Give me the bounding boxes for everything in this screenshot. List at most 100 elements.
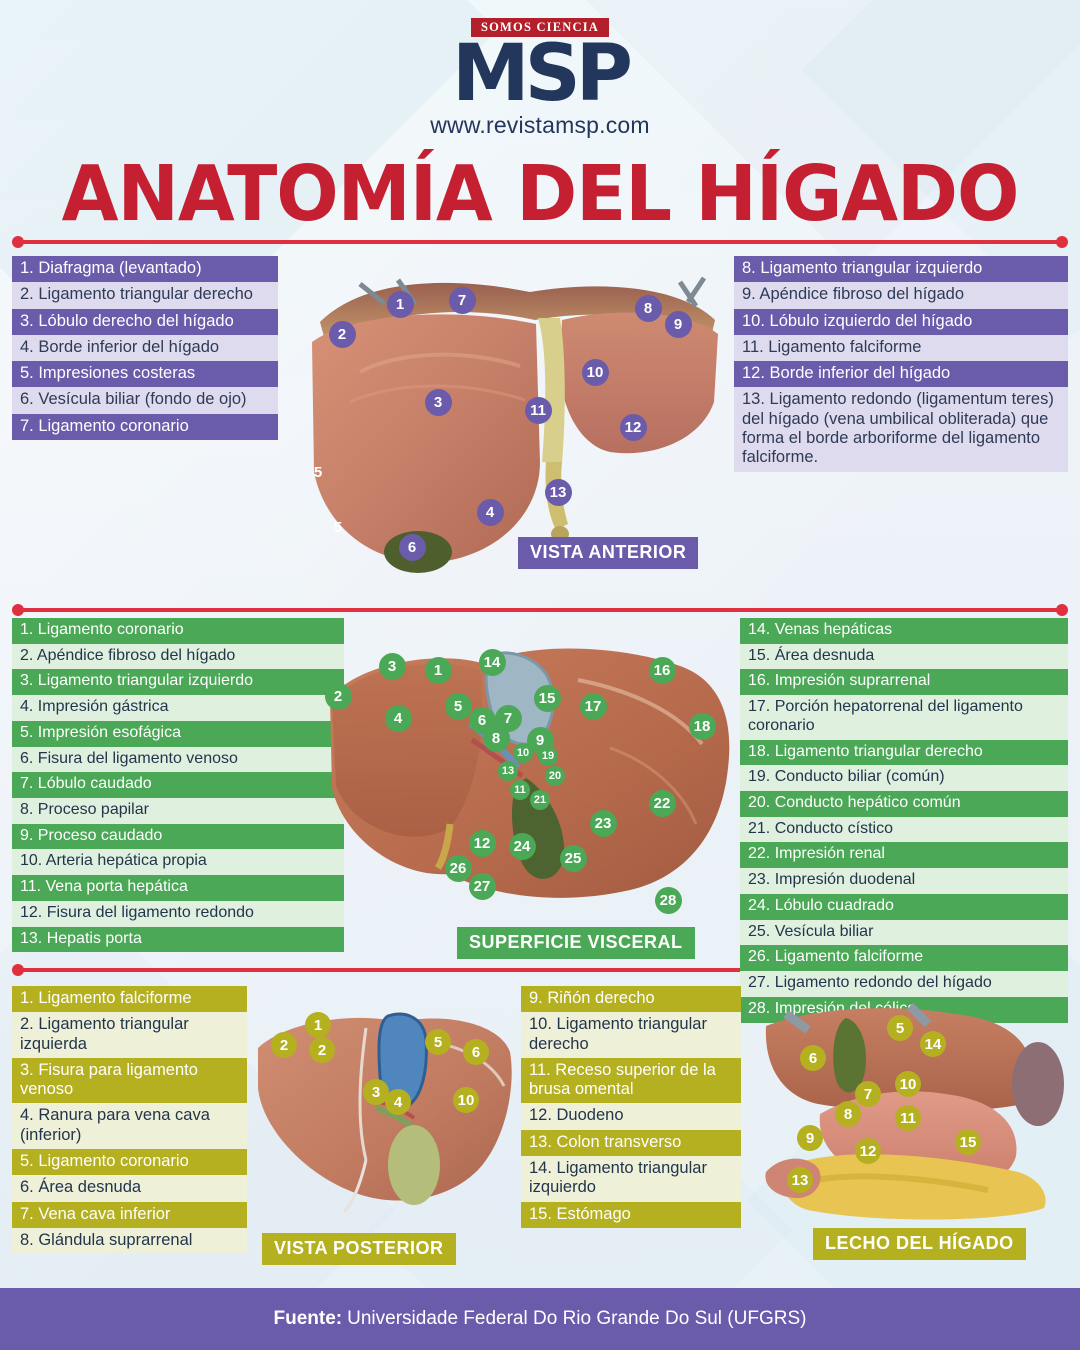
footer-text: Universidade Federal Do Rio Grande Do Su… — [347, 1308, 807, 1329]
figure-marker-1: 1 — [305, 1012, 331, 1038]
list-item: 1. Diafragma (levantado) — [12, 256, 278, 283]
list-item: 1. Ligamento falciforme — [12, 986, 247, 1013]
list-item: 11. Receso superior de la brusa omental — [521, 1057, 741, 1104]
figure-marker-5: 5 — [444, 692, 472, 720]
list-item: 12. Borde inferior del hígado — [734, 361, 1068, 388]
figure-marker-16: 16 — [648, 656, 676, 684]
figure-marker-10: 10 — [513, 743, 533, 763]
figure-marker-22: 22 — [648, 789, 676, 817]
bed-caption: LECHO DEL HÍGADO — [813, 1228, 1026, 1260]
list-item: 26. Ligamento falciforme — [740, 945, 1068, 972]
figure-marker-12: 12 — [468, 829, 496, 857]
list-item: 7. Ligamento coronario — [12, 413, 278, 441]
list-item: 25. Vesícula biliar — [740, 919, 1068, 946]
section-divider — [12, 236, 1068, 248]
figure-marker-13: 13 — [544, 478, 572, 506]
figure-marker-4: 4 — [385, 1089, 411, 1115]
figure-marker-11: 11 — [510, 780, 530, 800]
brand-website: www.revistamsp.com — [430, 111, 650, 138]
figure-marker-7: 7 — [855, 1081, 881, 1107]
figure-marker-6: 6 — [463, 1039, 489, 1065]
list-item: 16. Impresión suprarrenal — [740, 669, 1068, 696]
figure-marker-2: 2 — [309, 1037, 335, 1063]
list-item: 11. Vena porta hepática — [12, 875, 344, 901]
figure-marker-5: 5 — [333, 518, 343, 536]
figure-marker-3: 3 — [363, 1079, 389, 1105]
figure-marker-5: 5 — [425, 1029, 451, 1055]
figure-marker-3: 3 — [424, 388, 452, 416]
list-item: 17. Porción hepatorrenal del ligamento c… — [740, 695, 1068, 740]
figure-marker-8: 8 — [634, 294, 662, 322]
list-item: 14. Ligamento triangular izquierdo — [521, 1156, 741, 1202]
list-item: 1. Ligamento coronario — [12, 618, 344, 644]
figure-marker-13: 13 — [787, 1167, 813, 1193]
list-item: 8. Ligamento triangular izquierdo — [734, 256, 1068, 283]
figure-marker-18: 18 — [688, 712, 716, 740]
page-title: ANATOMÍA DEL HÍGADO — [61, 150, 1020, 239]
brand-tagline: SOMOS CIENCIA — [470, 18, 610, 37]
list-item: 7. Lóbulo caudado — [12, 772, 344, 799]
list-item: 4. Borde inferior del hígado — [12, 334, 278, 362]
figure-marker-14: 14 — [478, 648, 506, 676]
figure-marker-9: 9 — [797, 1125, 823, 1151]
list-item: 21. Conducto cístico — [740, 816, 1068, 843]
figure-marker-21: 21 — [530, 790, 550, 810]
figure-marker-25: 25 — [559, 844, 587, 872]
figure-marker-12: 12 — [855, 1138, 881, 1164]
figure-marker-2: 2 — [328, 320, 356, 348]
list-item: 18. Ligamento triangular derecho — [740, 739, 1068, 766]
list-item: 8. Glándula suprarrenal — [12, 1227, 247, 1255]
visceral-caption: SUPERFICIE VISCERAL — [457, 927, 695, 959]
list-item: 20. Conducto hepático común — [740, 791, 1068, 817]
figure-marker-11: 11 — [895, 1105, 921, 1131]
list-item: 15. Área desnuda — [740, 643, 1068, 670]
list-item: 6. Fisura del ligamento venoso — [12, 746, 344, 773]
posterior-caption: VISTA POSTERIOR — [262, 1233, 456, 1265]
list-item: 11. Ligamento falciforme — [734, 334, 1068, 362]
list-item: 9. Apéndice fibroso del hígado — [734, 282, 1068, 309]
figure-marker-8: 8 — [482, 724, 510, 752]
figure-marker-15: 15 — [955, 1129, 981, 1155]
figure-marker-3: 3 — [378, 652, 406, 680]
figure-marker-28: 28 — [654, 886, 682, 914]
figure-marker-12: 12 — [619, 413, 647, 441]
list-item: 23. Impresión duodenal — [740, 868, 1068, 894]
brand-logo: SOMOS CIENCIA MSP www.revistamsp.com — [0, 18, 1080, 139]
footer-source: Fuente: Universidade Federal Do Rio Gran… — [0, 1288, 1080, 1350]
list-item: 12. Duodeno — [521, 1103, 741, 1130]
figure-marker-6: 6 — [800, 1045, 826, 1071]
list-item: 5. Impresión esofágica — [12, 720, 344, 747]
list-item: 5. Ligamento coronario — [12, 1149, 247, 1176]
list-item: 2. Ligamento triangular izquierda — [12, 1012, 247, 1058]
figure-marker-2: 2 — [324, 682, 352, 710]
figure-marker-13: 13 — [498, 761, 518, 781]
anterior-left-list: 1. Diafragma (levantado)2. Ligamento tri… — [12, 256, 278, 441]
figure-marker-9: 9 — [664, 310, 692, 338]
section-divider — [12, 604, 1068, 616]
figure-marker-14: 14 — [920, 1031, 946, 1057]
list-item: 13. Colon transverso — [521, 1129, 741, 1157]
list-item: 10. Lóbulo izquierdo del hígado — [734, 308, 1068, 335]
figure-marker-19: 19 — [538, 746, 558, 766]
list-item: 12. Fisura del ligamento redondo — [12, 900, 344, 927]
anterior-caption: VISTA ANTERIOR — [518, 537, 699, 569]
list-item: 8. Proceso papilar — [12, 798, 344, 824]
list-item: 27. Ligamento redondo del hígado — [740, 971, 1068, 997]
figure-marker-24: 24 — [508, 832, 536, 860]
list-item: 14. Venas hepáticas — [740, 618, 1068, 644]
figure-marker-1: 1 — [424, 656, 452, 684]
figure-marker-11: 11 — [524, 396, 552, 424]
list-item: 15. Estómago — [521, 1201, 741, 1228]
figure-marker-17: 17 — [579, 692, 607, 720]
figure-marker-6: 6 — [398, 533, 426, 561]
list-item: 4. Impresión gástrica — [12, 695, 344, 721]
figure-marker-4: 4 — [384, 704, 412, 732]
list-item: 10. Ligamento triangular derecho — [521, 1012, 741, 1058]
figure-marker-10: 10 — [453, 1087, 479, 1113]
list-item: 6. Área desnuda — [12, 1175, 247, 1202]
